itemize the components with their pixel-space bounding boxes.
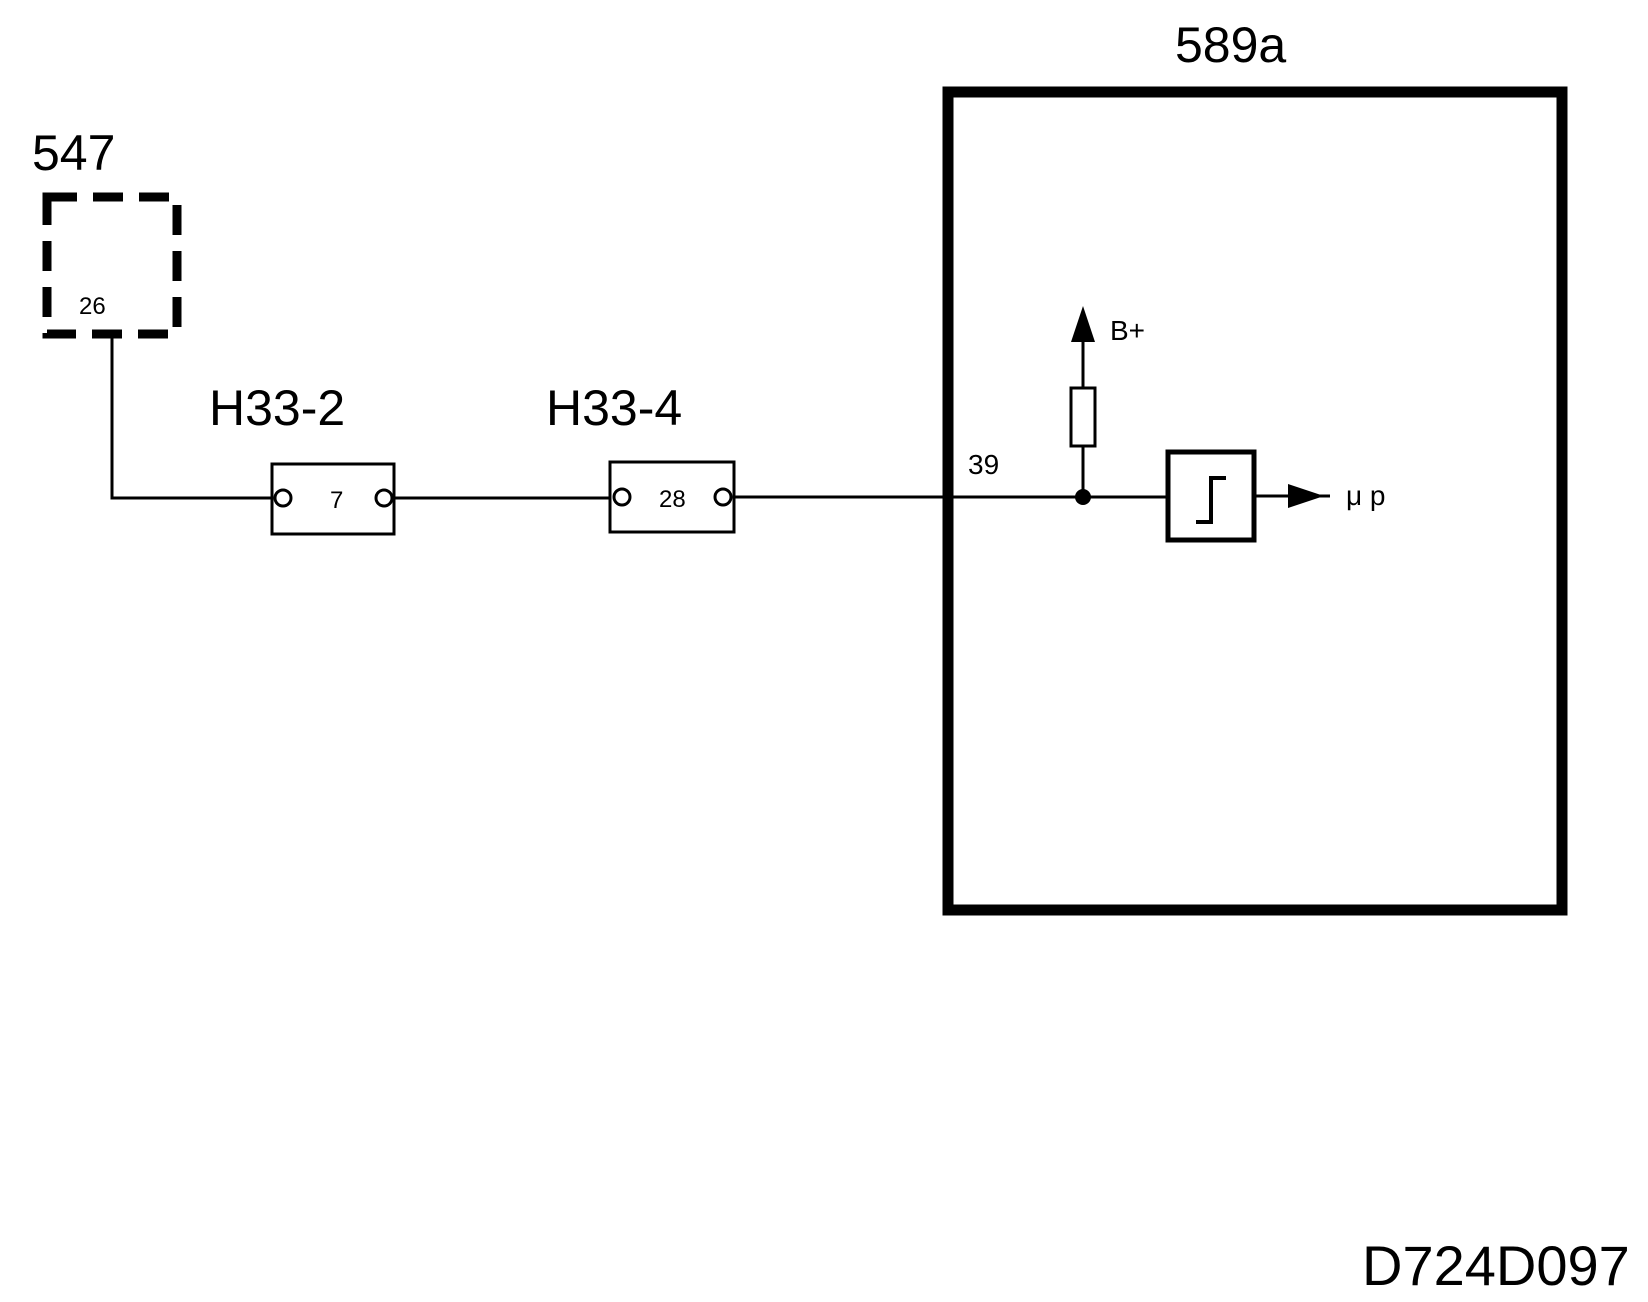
figure-code: D724D097 <box>1362 1234 1630 1297</box>
module-589a-pin: 39 <box>968 449 999 480</box>
supply-arrow-icon <box>1071 306 1095 342</box>
connector-h33-4-terminal-left <box>612 487 632 507</box>
connector-h33-2-terminal-right <box>374 488 394 508</box>
module-547-label: 547 <box>32 125 115 181</box>
connector-h33-4-terminal-right <box>713 487 733 507</box>
pull-up-resistor <box>1069 386 1097 448</box>
connector-h33-2-pin: 7 <box>330 487 343 514</box>
connector-h33-4-pin: 28 <box>659 486 686 513</box>
wire-547-to-h33-2 <box>110 334 272 500</box>
supply-label: B+ <box>1110 315 1145 346</box>
output-arrow-icon <box>1288 484 1324 508</box>
connector-h33-4-label: H33-4 <box>546 380 682 436</box>
step-waveform-icon <box>1196 476 1226 524</box>
connector-h33-2-terminal-left <box>273 488 293 508</box>
module-547-pin: 26 <box>79 293 106 320</box>
connector-h33-2-label: H33-2 <box>209 380 345 436</box>
module-589a-label: 589a <box>1175 17 1286 73</box>
module-589a-box <box>942 86 1568 916</box>
output-label: μ p <box>1346 480 1385 511</box>
module-547-box <box>42 192 182 339</box>
